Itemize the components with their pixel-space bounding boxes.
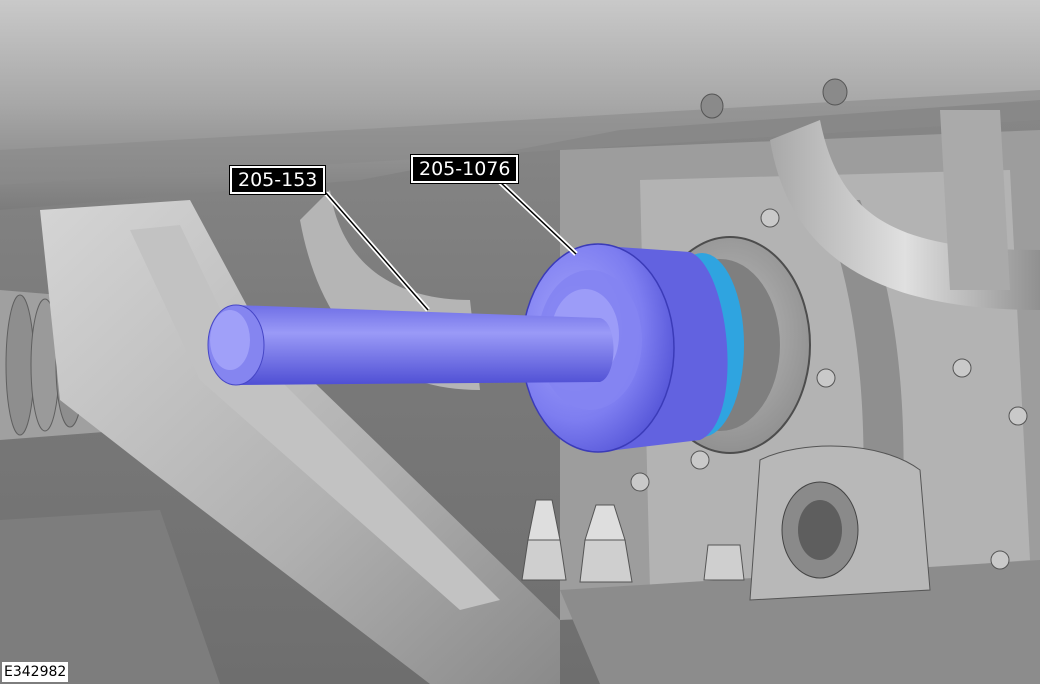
beam-hole — [700, 93, 724, 119]
beam-edge — [0, 90, 1040, 185]
cover-bolts — [630, 208, 1028, 570]
beam-hole — [822, 78, 848, 106]
figure-id: E342982 — [2, 662, 69, 682]
handle-205-153 — [207, 304, 614, 386]
pipe-bracket — [940, 110, 1010, 290]
oil-pan — [0, 510, 220, 684]
mount-studs — [521, 499, 745, 583]
callout-205-153: 205-153 — [230, 166, 326, 194]
leader-lines — [324, 180, 578, 312]
callout-205-1076: 205-1076 — [411, 155, 519, 183]
mount-bore — [798, 500, 842, 560]
